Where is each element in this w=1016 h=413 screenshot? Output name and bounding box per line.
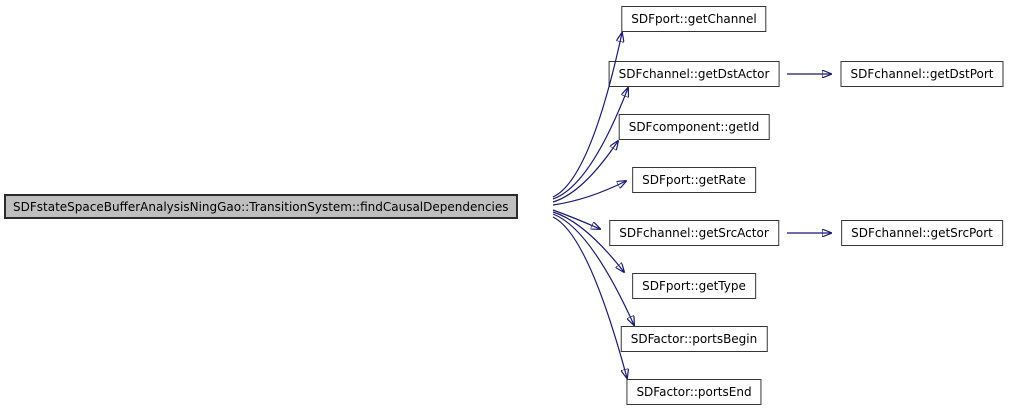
node-getDstActor[interactable]: SDFchannel::getDstActor	[608, 61, 780, 87]
node-getSrcActor[interactable]: SDFchannel::getSrcActor	[609, 220, 779, 246]
node-getChannel[interactable]: SDFport::getChannel	[621, 6, 767, 32]
edge-main-to-getId	[552, 141, 618, 203]
node-getId[interactable]: SDFcomponent::getId	[618, 114, 770, 140]
edge-main-to-getRate	[552, 181, 626, 206]
node-getDstPort[interactable]: SDFchannel::getDstPort	[840, 61, 1004, 87]
node-getRate[interactable]: SDFport::getRate	[632, 167, 756, 193]
node-portsBegin[interactable]: SDFactor::portsBegin	[620, 326, 768, 352]
node-getType[interactable]: SDFport::getType	[632, 273, 756, 299]
node-findCausalDependencies: SDFstateSpaceBufferAnalysisNingGao::Tran…	[4, 194, 518, 219]
node-portsEnd[interactable]: SDFactor::portsEnd	[626, 379, 762, 405]
edge-main-to-getChannel	[552, 33, 622, 198]
edge-main-to-getSrcActor	[552, 209, 600, 229]
edge-main-to-getDstActor	[552, 88, 628, 200]
node-getSrcPort[interactable]: SDFchannel::getSrcPort	[841, 220, 1003, 246]
